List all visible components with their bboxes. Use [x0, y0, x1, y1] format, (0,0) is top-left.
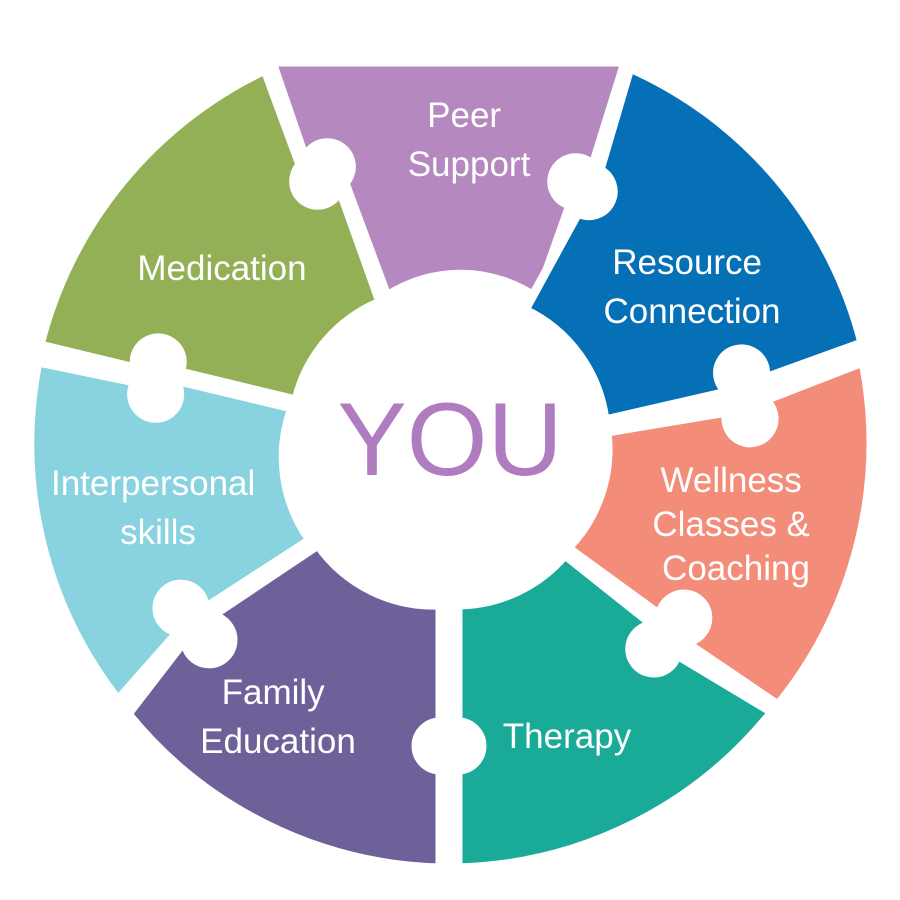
segment-resource-connection — [520, 63, 867, 425]
label-medication: Medication — [137, 249, 306, 288]
label-therapy: Therapy — [503, 717, 632, 756]
label-family-education: Family Education — [200, 673, 356, 761]
label-peer-support: Peer Support — [408, 96, 531, 184]
segment-therapy — [453, 550, 777, 873]
segment-peer-support — [267, 57, 630, 303]
label-wellness-classes-coaching: Wellness Classes & Coaching — [652, 461, 819, 588]
label-interpersonal-skills: Interpersonal skills — [51, 464, 265, 552]
segment-wellness-classes-coaching — [563, 357, 876, 710]
puzzle-pieces — [25, 57, 876, 873]
label-resource-connection: Resource Connection — [603, 243, 780, 331]
segment-interpersonal-skills — [25, 357, 315, 705]
segment-medication — [35, 65, 385, 405]
center-you-label: YOU — [337, 382, 562, 498]
segment-family-education — [123, 540, 445, 873]
center-circle — [300, 300, 600, 600]
segment-labels: Peer Support Resource Connection Wellnes… — [51, 96, 819, 761]
